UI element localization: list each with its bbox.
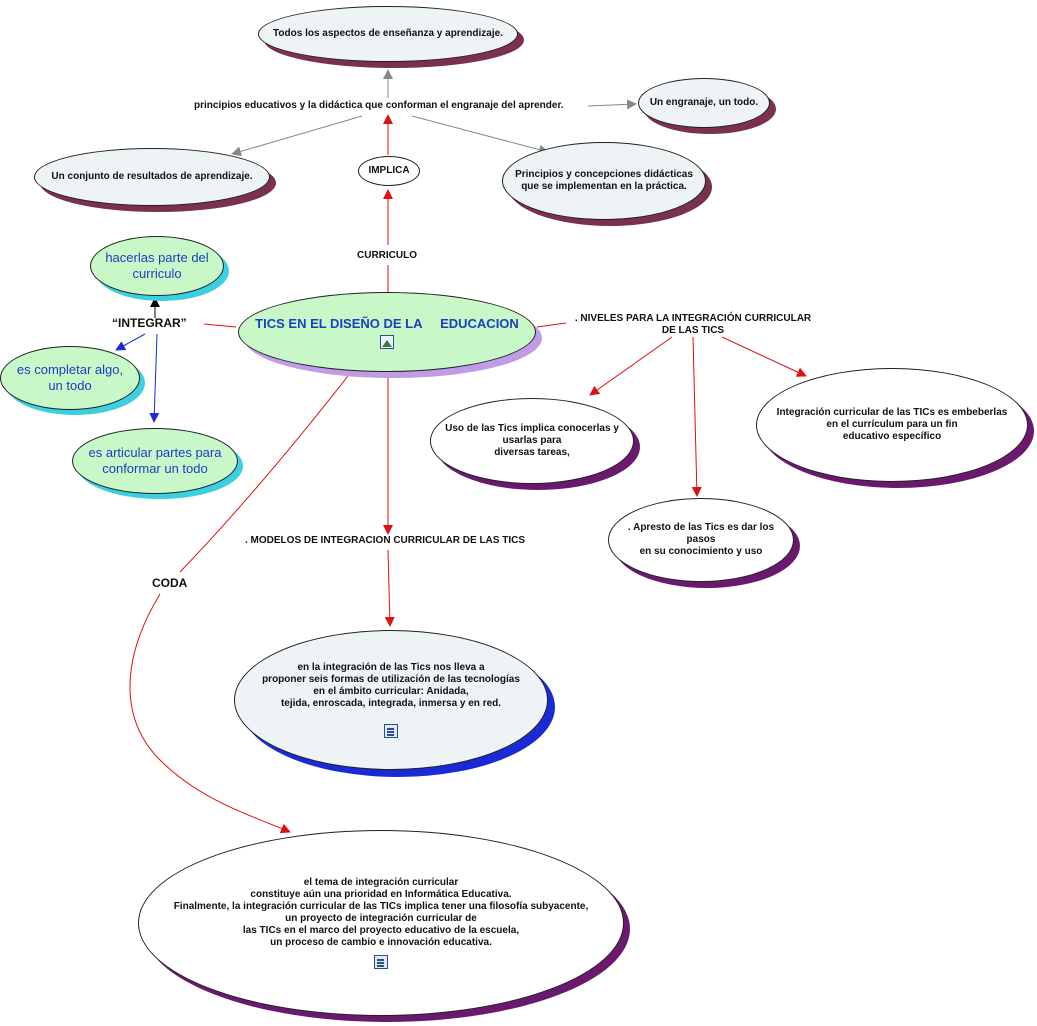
node-articular-line-1: es articular partes para xyxy=(88,445,222,460)
node-articular-line-2: conformar un todo xyxy=(102,461,208,476)
node-coda-line-6: un proceso de cambio e innovación educat… xyxy=(270,937,492,948)
node-implica-text: IMPLICA xyxy=(368,165,410,176)
node-central-title: TICS EN EL DISEÑO DE LA EDUCACION xyxy=(255,315,519,331)
niveles-label-line-2: DE LAS TICS xyxy=(661,325,725,336)
link-principles-didactic xyxy=(411,115,549,155)
node-uso-line-2: usarlas para xyxy=(502,435,562,446)
link-niveles-apresto xyxy=(691,336,702,497)
node-apresto-line-1: . Apresto de las Tics es dar los xyxy=(627,522,775,533)
link-coda-node xyxy=(129,593,291,834)
niveles-label: . NIVELES PARA LA INTEGRACIÓN CURRICULAR… xyxy=(570,313,816,337)
link-niveles-uso xyxy=(589,336,673,396)
node-hacerlas[interactable]: hacerlas parte del curriculo xyxy=(90,236,224,296)
node-didactic-line-2: que se implementan en la práctica. xyxy=(521,181,687,192)
node-coda[interactable]: el tema de integración curricular consti… xyxy=(138,830,624,1016)
node-completar-line-2: un todo xyxy=(48,378,92,393)
node-apresto-line-2: pasos xyxy=(686,534,716,545)
node-modelos-line-4: tejida, enroscada, integrada, inmersa y … xyxy=(280,698,502,709)
node-coda-line-3: Finalmente, la integración curricular de… xyxy=(173,901,589,912)
document-icon[interactable] xyxy=(384,724,398,738)
node-apresto[interactable]: . Apresto de las Tics es dar los pasos e… xyxy=(608,498,794,582)
node-completar-line-1: es completar algo, xyxy=(16,362,124,377)
node-engranaje-text: Un engranaje, un todo. xyxy=(649,97,759,108)
link-niveles-integracion xyxy=(721,336,807,377)
node-coda-line-5: las TICs en el marco del proyecto educat… xyxy=(242,925,520,936)
curriculo-label: CURRICULO xyxy=(357,250,417,261)
node-central[interactable]: TICS EN EL DISEÑO DE LA EDUCACION xyxy=(238,292,536,372)
node-didactic[interactable]: Principios y concepciones didácticas que… xyxy=(502,142,706,220)
node-completar[interactable]: es completar algo, un todo xyxy=(0,346,140,410)
node-uso-line-1: Uso de las Tics implica conocerlas y xyxy=(445,423,619,434)
link-central-integrar xyxy=(203,323,237,328)
node-hacerlas-line-2: curriculo xyxy=(132,266,182,281)
node-modelos[interactable]: en la integración de las Tics nos lleva … xyxy=(234,630,548,770)
node-didactic-line-1: Principios y concepciones didácticas xyxy=(515,169,693,180)
node-modelos-line-2: proponer seis formas de utilización de l… xyxy=(262,674,520,685)
link-principles-engranaje xyxy=(587,99,637,110)
document-icon[interactable] xyxy=(374,955,388,969)
node-coda-line-1: el tema de integración curricular xyxy=(303,877,459,888)
node-coda-line-2: constituye aún una prioridad en Informát… xyxy=(250,889,512,900)
link-integrar-completar xyxy=(115,333,146,351)
node-results-text: Un conjunto de resultados de aprendizaje… xyxy=(51,171,253,182)
link-central-coda xyxy=(179,375,349,573)
link-integrar-articular xyxy=(149,333,160,423)
link-central-niveles xyxy=(536,322,567,328)
modelos-label: . MODELOS DE INTEGRACION CURRICULAR DE L… xyxy=(245,535,526,546)
node-coda-line-4: un proyecto de integración curricular de xyxy=(285,913,477,924)
link-modelos-node xyxy=(384,549,395,627)
node-uso[interactable]: Uso de las Tics implica conocerlas y usa… xyxy=(430,398,634,484)
node-uso-line-3: diversas tareas, xyxy=(494,447,570,458)
node-integracion-line-2: en el currículum para un fin xyxy=(826,419,958,430)
node-hacerlas-line-1: hacerlas parte del xyxy=(105,250,209,265)
node-integracion-line-3: educativo específico xyxy=(842,431,942,442)
node-engranaje[interactable]: Un engranaje, un todo. xyxy=(638,78,770,128)
node-all-aspects-text: Todos los aspectos de enseñanza y aprend… xyxy=(273,28,503,39)
link-principles-results xyxy=(231,115,363,157)
node-modelos-line-3: en el ámbito curricular: Anidada, xyxy=(313,686,469,697)
niveles-label-line-1: . NIVELES PARA LA INTEGRACIÓN CURRICULAR xyxy=(574,313,812,324)
node-integracion-line-1: Integración curricular de las TICs es em… xyxy=(776,407,1008,418)
coda-label: CODA xyxy=(152,576,188,590)
node-integracion[interactable]: Integración curricular de las TICs es em… xyxy=(756,368,1028,482)
principles-label: principios educativos y la didáctica que… xyxy=(194,100,564,111)
node-implica[interactable]: IMPLICA xyxy=(358,156,420,186)
node-modelos-line-1: en la integración de las Tics nos lleva … xyxy=(297,662,485,673)
node-articular[interactable]: es articular partes para conformar un to… xyxy=(72,428,238,494)
image-icon[interactable] xyxy=(380,334,394,349)
integrar-label: “INTEGRAR” xyxy=(112,316,187,330)
node-all-aspects[interactable]: Todos los aspectos de enseñanza y aprend… xyxy=(258,6,518,62)
node-results[interactable]: Un conjunto de resultados de aprendizaje… xyxy=(34,148,270,206)
node-apresto-line-3: en su conocimiento y uso xyxy=(639,546,763,557)
